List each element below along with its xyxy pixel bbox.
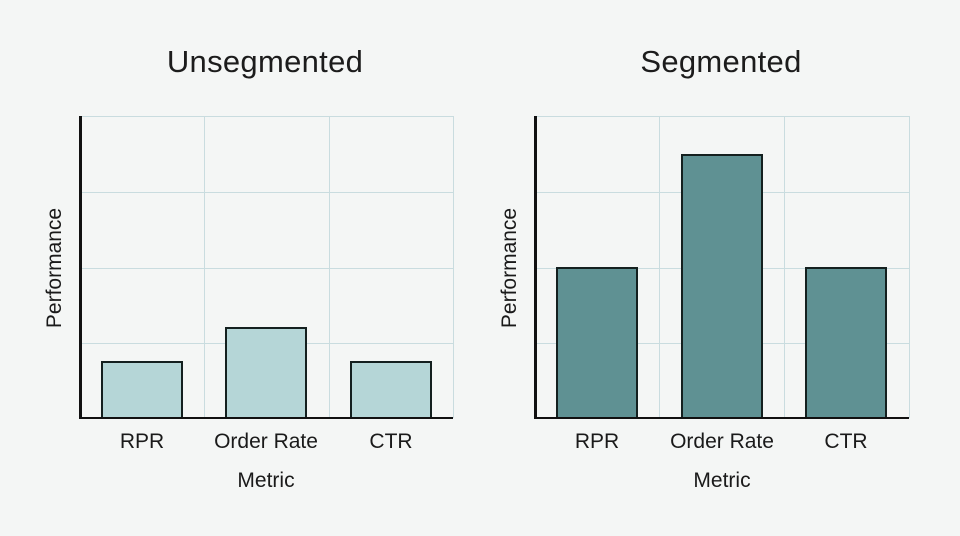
bar-ctr	[350, 361, 432, 418]
bar-rpr	[556, 267, 638, 418]
y-axis-label: Performance	[498, 207, 521, 329]
gridline	[80, 192, 453, 193]
chart-title: Segmented	[640, 44, 802, 79]
bar-rpr	[101, 361, 183, 418]
bar-order-rate	[225, 327, 307, 418]
chart-title: Unsegmented	[166, 44, 364, 79]
bar-ctr	[805, 267, 887, 418]
x-axis	[534, 416, 909, 419]
gridline	[909, 116, 910, 418]
gridline	[80, 116, 453, 117]
chart-segmented: Segmented Performance RPR Order Rate CTR…	[455, 0, 935, 536]
y-axis	[534, 116, 537, 418]
gridline	[80, 268, 453, 269]
bar-order-rate	[681, 153, 763, 418]
y-axis-label: Performance	[43, 207, 66, 329]
x-tick-order-rate: Order Rate	[214, 430, 318, 453]
gridline	[784, 116, 785, 418]
x-tick-ctr: CTR	[369, 430, 413, 453]
x-tick-rpr: RPR	[119, 430, 165, 453]
x-tick-rpr: RPR	[574, 430, 620, 453]
y-axis	[79, 116, 82, 418]
gridline	[453, 116, 454, 418]
plot-area	[534, 116, 910, 419]
x-tick-order-rate: Order Rate	[670, 430, 774, 453]
gridline	[659, 116, 660, 418]
x-axis	[79, 416, 453, 419]
gridline	[329, 116, 330, 418]
chart-unsegmented: Unsegmented Performance RPR Order Rate C…	[43, 44, 454, 492]
x-axis-label: Metric	[693, 469, 751, 492]
x-axis-label: Metric	[237, 469, 295, 492]
plot-area	[79, 116, 454, 419]
gridline	[204, 116, 205, 418]
x-tick-ctr: CTR	[824, 430, 868, 453]
gridline	[535, 116, 909, 117]
